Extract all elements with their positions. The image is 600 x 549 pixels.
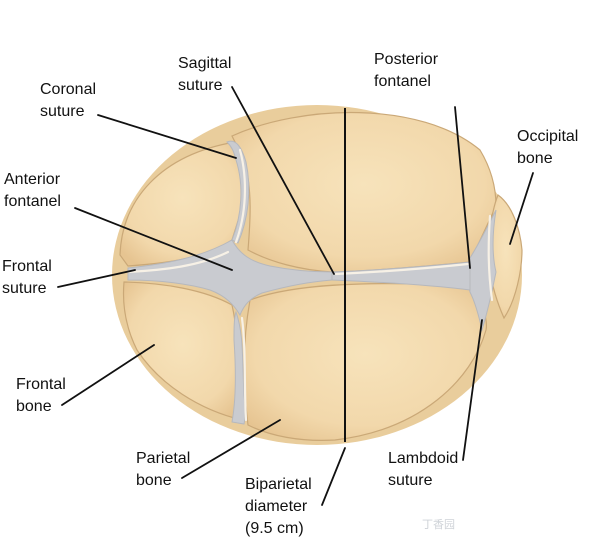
anterior-fontanel-label: Anterior fontanel (4, 171, 64, 210)
biparietal-diameter-leader (321, 447, 346, 506)
anterior-fontanel (127, 239, 333, 317)
frontal-bone-leader (61, 344, 155, 406)
parietal-bone (243, 282, 487, 441)
frontal-bone-label: Frontal bone (16, 376, 70, 415)
parietal-bone-upper (231, 111, 497, 273)
frontal-suture-label: Frontal suture (2, 258, 56, 297)
sagittal-suture-label: Sagittal suture (178, 55, 236, 94)
lambdoid-suture-label: Lambdoid suture (388, 450, 463, 489)
sagittal-suture-gap (331, 261, 471, 291)
watermark: 丁香园 (422, 518, 455, 531)
coronal-suture-gap-lower (231, 310, 246, 425)
posterior-fontanel-leader (454, 106, 471, 269)
coronal-suture-leader (97, 114, 237, 159)
lambdoid-suture-leader (462, 319, 483, 461)
occipital-bone-leader (509, 172, 534, 245)
coronal-suture-label: Coronal suture (40, 81, 100, 120)
parietal-bone-label: Parietal bone (136, 450, 195, 489)
parietal-bone-leader (181, 419, 281, 479)
sagittal-suture-leader (231, 86, 335, 275)
posterior-fontanel-label: Posterior fontanel (374, 51, 442, 90)
biparietal-diameter-label: Biparietal diameter (9.5 cm) (245, 476, 316, 537)
frontal-suture-leader (57, 269, 136, 288)
occipital-bone-label: Occipital bone (517, 128, 583, 167)
anterior-fontanel-leader (74, 207, 233, 271)
